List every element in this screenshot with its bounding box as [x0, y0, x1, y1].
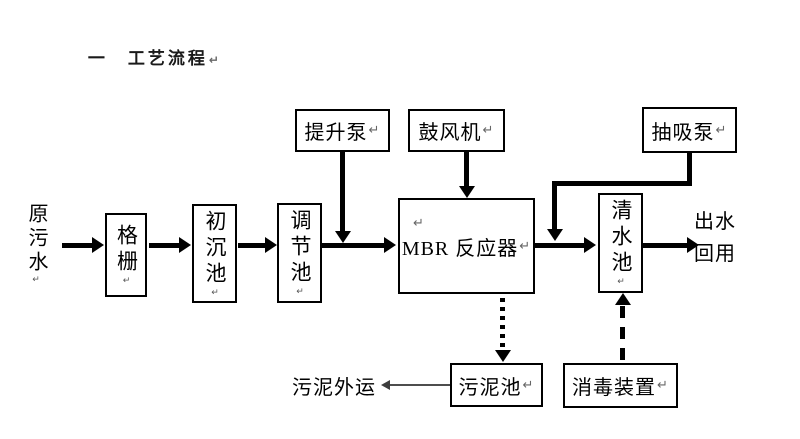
arrow-raw-to-grid-head-icon [92, 237, 104, 253]
paragraph-mark-icon: ↵ [522, 377, 535, 393]
arrow-sludge-to-disposal-line [390, 384, 450, 386]
arrow-mbr-to-sludge-dotted-line [500, 298, 505, 350]
disinfection-box: 消毒装置↵ [563, 363, 678, 408]
arrow-blower-down-head-icon [459, 186, 475, 198]
paragraph-mark-icon: ↵ [295, 287, 305, 297]
paragraph-mark-icon: ↵ [616, 277, 626, 287]
primary-sedimentation-label: 初沉池 [203, 209, 227, 288]
arrow-disinfection-to-cleanwater-dashed-line [620, 306, 625, 362]
effluent-line1: 出水 [694, 211, 736, 233]
arrow-primary-to-regulating-line [238, 243, 266, 248]
mbr-reactor-label: MBR 反应器 [401, 237, 519, 260]
clean-water-tank-label: 清水池 [609, 199, 633, 277]
arrow-primary-to-regulating-head-icon [265, 237, 277, 253]
raw-sewage-text: 原污水 [25, 203, 47, 275]
section-title-text: 一 工艺流程 [87, 49, 208, 68]
blower-label: 鼓风机 [418, 122, 482, 144]
arrow-liftpump-down-head-icon [335, 231, 351, 243]
mbr-reactor-box: ↵ MBR 反应器↵ [398, 198, 535, 294]
clean-water-tank-box: 清水池↵ [598, 193, 643, 293]
lift-pump-box: 提升泵↵ [295, 109, 390, 152]
regulating-tank-box: 调节池↵ [277, 203, 322, 303]
suction-pump-label: 抽吸泵 [651, 121, 715, 144]
suction-line-horizontal [552, 181, 692, 186]
paragraph-mark-icon: ↵ [121, 276, 132, 286]
paragraph-mark-icon: ↵ [210, 287, 220, 298]
grid-box: 格栅↵ [105, 213, 147, 297]
suction-line-vertical-left [552, 181, 557, 230]
paragraph-mark-icon: ↵ [31, 275, 41, 285]
arrow-grid-to-primary-line [149, 243, 180, 248]
arrow-grid-to-primary-head-icon [179, 237, 191, 253]
paragraph-mark-icon: ↵ [413, 216, 425, 231]
arrow-regulating-to-mbr-head-icon [384, 237, 396, 253]
arrow-suction-down-head-icon [547, 229, 563, 241]
paragraph-mark-icon: ↵ [519, 238, 532, 254]
raw-sewage-label: 原污水↵ [25, 203, 47, 285]
sludge-tank-label: 污泥池 [458, 376, 522, 399]
arrow-disinfection-to-cleanwater-head-icon [615, 293, 631, 305]
arrow-raw-to-grid-line [62, 243, 93, 248]
paragraph-mark-icon: ↵ [715, 122, 728, 138]
arrow-blower-down-line [464, 152, 469, 187]
section-title: 一 工艺流程↵ [57, 24, 219, 89]
arrow-mbr-to-cleanwater-line [535, 243, 585, 248]
sludge-disposal-label: 污泥外运 [292, 371, 376, 400]
arrow-cleanwater-to-effluent-line [643, 243, 688, 248]
grid-label: 格栅 [114, 224, 139, 276]
paragraph-mark-icon: ↵ [482, 123, 495, 138]
primary-sedimentation-box: 初沉池↵ [192, 204, 237, 303]
lift-pump-label: 提升泵 [304, 122, 368, 144]
blower-box: 鼓风机↵ [408, 109, 505, 152]
disinfection-label: 消毒装置 [572, 377, 657, 399]
effluent-reuse-label: 出水 回用 [694, 206, 736, 270]
arrow-liftpump-down-line [340, 152, 345, 232]
arrow-mbr-to-cleanwater-head-icon [584, 237, 596, 253]
paragraph-mark-icon: ↵ [208, 53, 219, 67]
sludge-tank-box: 污泥池↵ [450, 363, 543, 407]
arrow-sludge-to-disposal-head-icon [381, 380, 390, 390]
effluent-line2: 回用 [694, 243, 736, 265]
suction-pump-box: 抽吸泵↵ [642, 107, 737, 153]
regulating-tank-label: 调节池 [288, 209, 312, 287]
arrow-cleanwater-to-effluent-head-icon [687, 237, 699, 253]
paragraph-mark-icon: ↵ [368, 123, 381, 138]
sludge-disposal-text: 污泥外运 [292, 377, 376, 399]
suction-line-vertical-right [687, 153, 692, 185]
paragraph-mark-icon: ↵ [657, 378, 669, 393]
arrow-mbr-to-sludge-head-icon [495, 350, 511, 362]
arrow-regulating-to-mbr-line [322, 243, 385, 248]
